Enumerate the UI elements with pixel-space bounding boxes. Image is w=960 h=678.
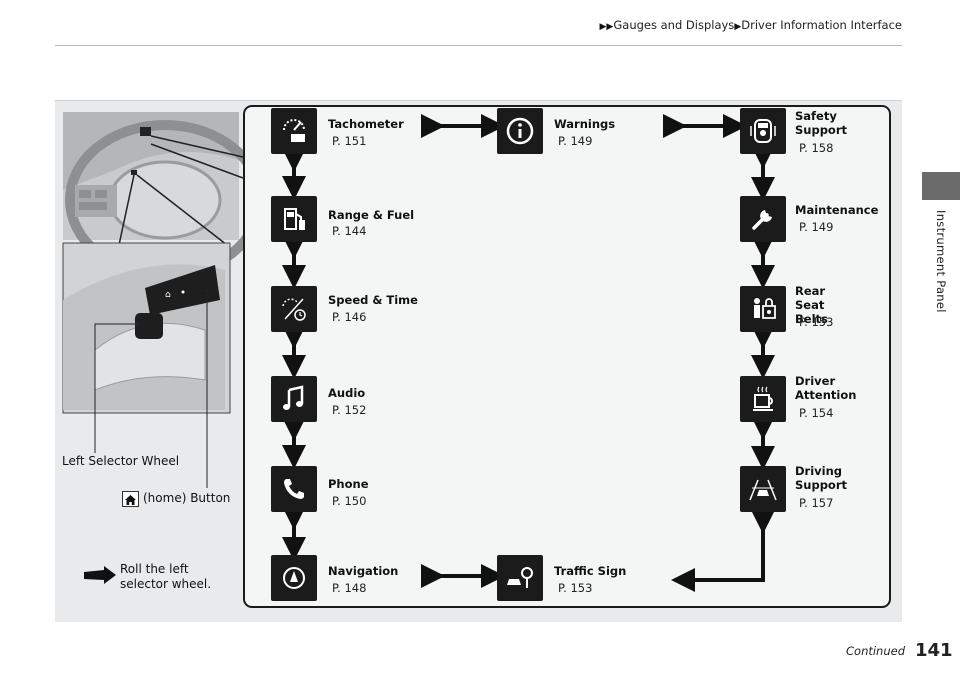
- left-selector-caption: Left Selector Wheel: [62, 454, 180, 468]
- speed-time-label: Speed & Time: [328, 293, 418, 307]
- phone-icon: [271, 466, 317, 512]
- range-fuel-label: Range & Fuel: [328, 208, 415, 222]
- phone-label: Phone: [328, 477, 369, 491]
- phone-page: P. 150: [332, 494, 367, 508]
- breadcrumb-subsection: Driver Information Interface: [741, 18, 902, 32]
- breadcrumb-arrow-icon: ▶▶: [599, 22, 614, 32]
- menu-flow-arrows: [282, 114, 775, 592]
- header-divider: [55, 45, 902, 46]
- roll-arrow-icon: [84, 566, 116, 584]
- audio-page: P. 152: [332, 403, 367, 417]
- tachometer-label: Tachometer: [328, 117, 404, 131]
- home-icon: [122, 491, 139, 507]
- traffic-sign-page: P. 153: [558, 581, 593, 595]
- breadcrumb-section: Gauges and Displays: [613, 18, 735, 32]
- tachometer-page: P. 151: [332, 134, 367, 148]
- lane-car-icon: [740, 466, 786, 512]
- side-tab-marker: [922, 172, 960, 200]
- safety-support-label: Safety Support: [795, 109, 848, 137]
- warnings-page: P. 149: [558, 134, 593, 148]
- warnings-label: Warnings: [554, 117, 616, 131]
- maintenance-page: P. 149: [799, 220, 834, 234]
- maintenance-label: Maintenance: [795, 203, 879, 217]
- coffee-cup-icon: [740, 376, 786, 422]
- menu-diagram-box: [243, 105, 891, 608]
- breadcrumb-arrow-icon: ▶: [734, 22, 742, 32]
- breadcrumb: ▶▶Gauges and Displays▶Driver Information…: [0, 18, 902, 32]
- speed-time-icon: [271, 286, 317, 332]
- traffic-sign-icon: [497, 555, 543, 601]
- home-button-caption: (home) Button: [143, 491, 231, 505]
- driver-attention-page: P. 154: [799, 406, 834, 420]
- side-tab-label: Instrument Panel: [934, 210, 948, 313]
- speed-time-page: P. 146: [332, 310, 367, 324]
- wrench-icon: [740, 196, 786, 242]
- car-safety-icon: [740, 108, 786, 154]
- info-icon: [497, 108, 543, 154]
- driving-support-label: Driving Support: [795, 464, 848, 492]
- driving-support-page: P. 157: [799, 496, 834, 510]
- roll-instruction: Roll the left selector wheel.: [120, 562, 212, 591]
- range-fuel-page: P. 144: [332, 224, 367, 238]
- driver-attention-label: Driver Attention: [795, 374, 857, 402]
- steering-illustration: ⌂: [62, 112, 255, 488]
- page-number: 141: [915, 640, 953, 661]
- rear-seat-belts-label: Rear Seat Belts: [795, 284, 828, 326]
- music-note-icon: [271, 376, 317, 422]
- navigation-page: P. 148: [332, 581, 367, 595]
- continued-label: Continued: [846, 644, 906, 658]
- navigation-label: Navigation: [328, 564, 399, 578]
- compass-icon: [271, 555, 317, 601]
- audio-label: Audio: [328, 386, 366, 400]
- panel-top-line: [55, 100, 902, 101]
- tachometer-icon: [271, 108, 317, 154]
- seat-belt-icon: [740, 286, 786, 332]
- traffic-sign-label: Traffic Sign: [554, 564, 627, 578]
- fuel-pump-icon: [271, 196, 317, 242]
- rear-seat-belts-page: P. 153: [799, 315, 834, 329]
- safety-support-page: P. 158: [799, 141, 834, 155]
- svg-text:⌂: ⌂: [165, 290, 171, 300]
